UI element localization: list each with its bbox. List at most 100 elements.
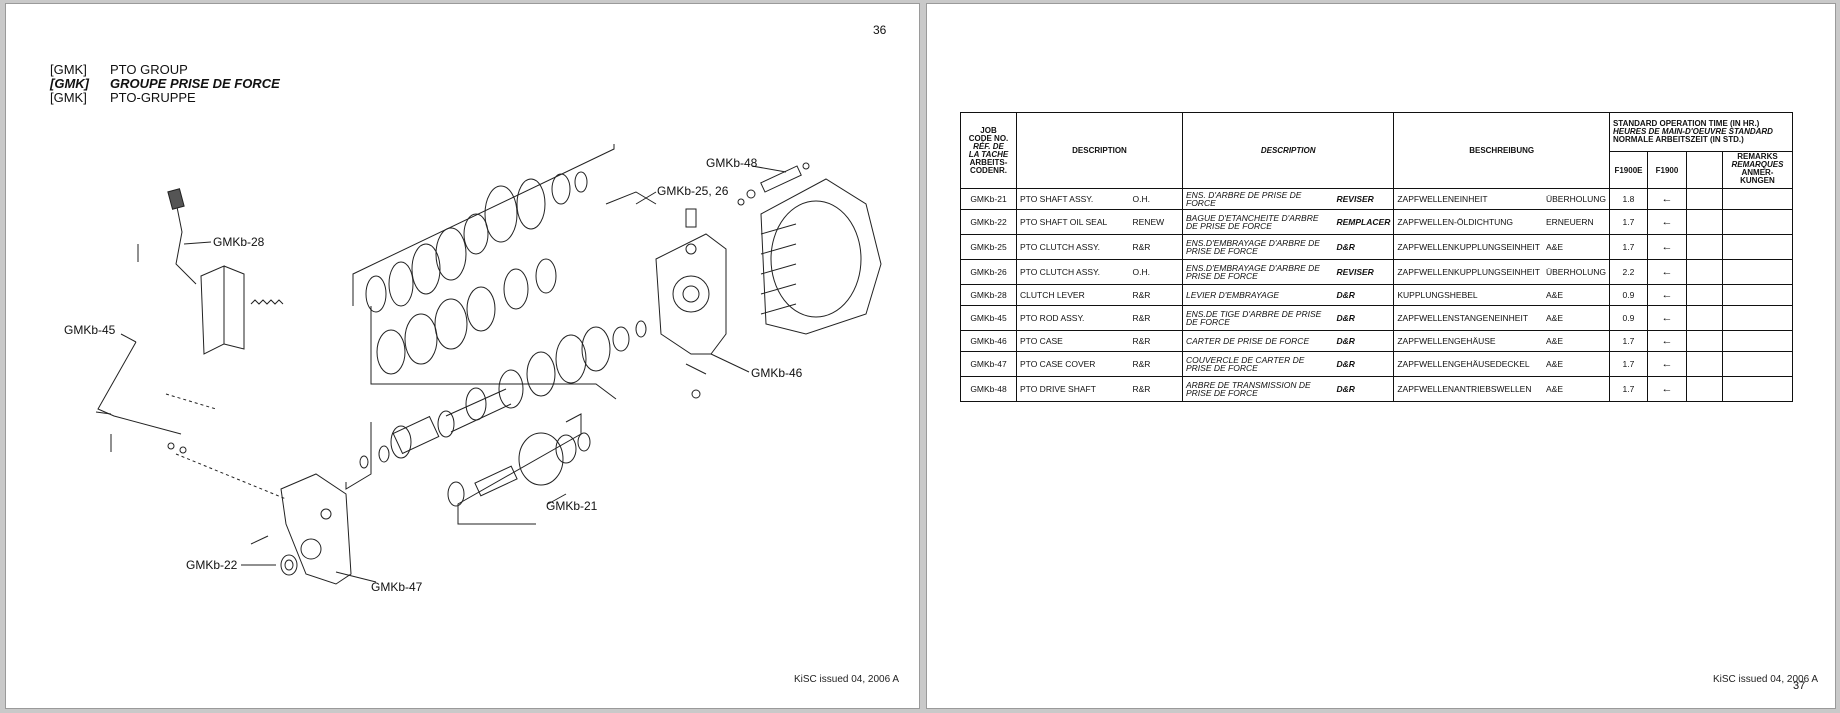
blank-cell [1685,351,1723,377]
time-f1900-cell: ← [1646,234,1687,260]
operation-en-cell: R&R [1129,284,1183,306]
time-f1900-cell: ← [1646,351,1687,377]
operation-en-cell: O.H. [1129,259,1183,285]
description-de-cell: ZAPFWELLEN-ÖLDICHTUNG [1393,209,1543,235]
description-de-cell: ZAPFWELLENEINHEIT [1393,188,1543,210]
header-description-en: DESCRIPTION [1016,112,1183,189]
time-f1900-cell: ← [1646,188,1687,210]
housing-fins [760,223,797,315]
operation-de-cell: A&E [1542,330,1610,352]
description-fr-cell: ARBRE DE TRANSMISSION DE PRISE DE FORCE [1182,376,1334,402]
operation-de-cell: ÜBERHOLUNG [1542,188,1610,210]
leader-line [120,333,137,343]
bolt [250,535,269,545]
operation-en-cell: R&R [1129,351,1183,377]
description-fr-cell: ENS.DE TIGE D'ARBRE DE PRISE DE FORCE [1182,305,1334,331]
blank-cell [1685,305,1723,331]
operation-de-cell: A&E [1542,351,1610,377]
operation-de-cell: A&E [1542,376,1610,402]
title-text: PTO-GRUPPE [110,90,196,105]
operation-en-cell: RENEW [1129,209,1183,235]
header-description-fr: DESCRIPTION [1181,112,1395,189]
operation-fr-cell: REMPLACER [1333,209,1395,235]
labor-time-table: JOB CODE NO. RÉF. DE LA TACHE ARBEITS- C… [960,112,1793,402]
operation-fr-cell: D&R [1333,234,1395,260]
description-en-cell: PTO CASE [1016,330,1130,352]
description-en-cell: PTO CLUTCH ASSY. [1016,234,1130,260]
assembly-outline [345,422,372,490]
operation-en-cell: O.H. [1129,188,1183,210]
title-text: GROUPE PRISE DE FORCE [110,76,280,91]
callout-gmkb-28: GMKb-28 [213,235,265,249]
leader-line [635,191,657,205]
operation-de-cell: A&E [1542,284,1610,306]
transmission-housing [760,178,882,335]
operation-de-cell: ERNEUERN [1542,209,1610,235]
operation-de-cell: A&E [1542,305,1610,331]
blank-cell [1685,234,1723,260]
header-model-f1900e: F1900E [1608,151,1648,189]
description-fr-cell: CARTER DE PRISE DE FORCE [1182,330,1334,352]
operation-fr-cell: D&R [1333,305,1395,331]
job-code-cell: GMKb-21 [960,188,1017,210]
job-code-cell: GMKb-47 [960,351,1017,377]
oil-seal [280,554,298,576]
title-fr: [GMK]GROUPE PRISE DE FORCE [50,77,280,91]
description-en-cell: CLUTCH LEVER [1016,284,1130,306]
time-f1900e-cell: 1.7 [1608,330,1648,352]
page-number-right: 37 [1793,680,1806,692]
remarks-cell [1721,376,1793,402]
bolt [685,363,707,375]
blank-cell [1685,330,1723,352]
job-code-cell: GMKb-46 [960,330,1017,352]
nut [691,389,701,399]
remarks-cell [1721,284,1793,306]
time-f1900e-cell: 0.9 [1608,284,1648,306]
pto-rod [95,411,112,415]
time-f1900e-cell: 2.2 [1608,259,1648,285]
leader-line [165,393,217,410]
leader-line [710,353,750,373]
leader-line [183,241,212,245]
blank-cell [1685,209,1723,235]
callout-gmkb-47: GMKb-47 [371,580,423,594]
operation-fr-cell: D&R [1333,376,1395,402]
description-en-cell: PTO ROD ASSY. [1016,305,1130,331]
description-fr-cell: ENS.D'EMBRAYAGE D'ARBRE DE PRISE DE FORC… [1182,234,1334,260]
pto-drive-shaft [737,162,810,206]
description-en-cell: PTO SHAFT ASSY. [1016,188,1130,210]
header-job-code: JOB CODE NO. RÉF. DE LA TACHE ARBEITS- C… [960,112,1017,189]
job-code-cell: GMKb-28 [960,284,1017,306]
leader-line [175,453,287,500]
remarks-cell [1721,188,1793,210]
clutch-discs [376,258,557,375]
header-blank [1685,151,1723,189]
callout-gmkb-46: GMKb-46 [751,366,803,380]
bracket [223,265,245,350]
callout-gmkb-48: GMKb-48 [706,156,758,170]
remarks-cell [1721,305,1793,331]
washer [685,243,697,255]
remarks-cell [1721,259,1793,285]
footer-issue-left: KiSC issued 04, 2006 A [794,674,900,685]
title-text: PTO GROUP [110,62,188,77]
job-code-cell: GMKb-22 [960,209,1017,235]
remarks-cell [1721,351,1793,377]
operation-fr-cell: D&R [1333,284,1395,306]
spring [250,299,284,305]
job-code-cell: GMKb-45 [960,305,1017,331]
remarks-cell [1721,209,1793,235]
operation-en-cell: R&R [1129,376,1183,402]
title-code: [GMK] [50,90,87,105]
pto-shaft-assy [359,320,647,469]
time-f1900-cell: ← [1646,284,1687,306]
operation-en-cell: R&R [1129,330,1183,352]
operation-en-cell: R&R [1129,305,1183,331]
lever-knob [167,188,185,210]
header-remarks: REMARKS REMARQUES ANMER- KUNGEN [1721,151,1793,189]
